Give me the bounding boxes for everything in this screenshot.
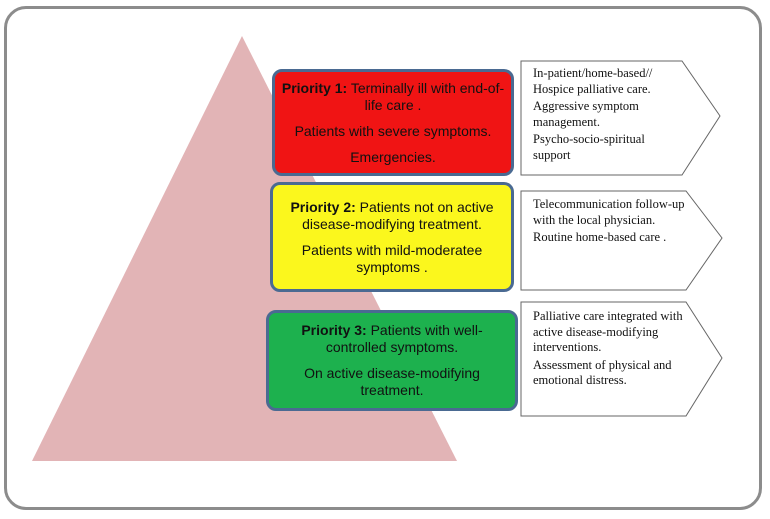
action-arrow-1 — [520, 60, 721, 176]
priority-1-action-3: Psycho-socio-spiritual support — [533, 132, 645, 162]
action-arrow-3 — [520, 301, 723, 417]
diagram-frame — [4, 6, 762, 510]
priority-1-action-1: In-patient/home-based// Hospice palliati… — [533, 66, 653, 96]
priority-2-title: Priority 2: Patients not on active disea… — [290, 198, 494, 232]
action-arrow-2 — [520, 190, 723, 291]
priority-3-actions: Palliative care integrated with active d… — [533, 309, 683, 389]
priority-2-line-1: Patients with mild-moderatee symptoms . — [301, 241, 483, 275]
priority-3-action-1: Palliative care integrated with active d… — [533, 309, 683, 354]
priority-1-box: Priority 1: Terminally ill with end-of-l… — [272, 69, 514, 176]
priority-3-title: Priority 3: Patients with well-controlle… — [301, 322, 483, 355]
priority-2-box: Priority 2: Patients not on active disea… — [270, 182, 514, 292]
priority-2-actions: Telecommunication follow-up with the loc… — [533, 197, 685, 246]
priority-1-line-2: Emergencies. — [350, 148, 436, 165]
priority-2-action-1: Telecommunication follow-up with the loc… — [533, 197, 685, 227]
priority-1-action-2: Aggressive symptom management. — [533, 99, 639, 129]
priority-3-box: Priority 3: Patients with well-controlle… — [266, 310, 518, 411]
priority-2-action-2: Routine home-based care . — [533, 230, 667, 244]
priority-3-line-1: On active disease-modifying treatment. — [304, 365, 480, 398]
priority-1-actions: In-patient/home-based// Hospice palliati… — [533, 66, 683, 163]
priority-1-title: Priority 1: Terminally ill with end-of-l… — [281, 79, 505, 113]
priority-1-line-1: Patients with severe symptoms. — [294, 122, 492, 139]
priority-3-action-2: Assessment of physical and emotional dis… — [533, 357, 672, 388]
